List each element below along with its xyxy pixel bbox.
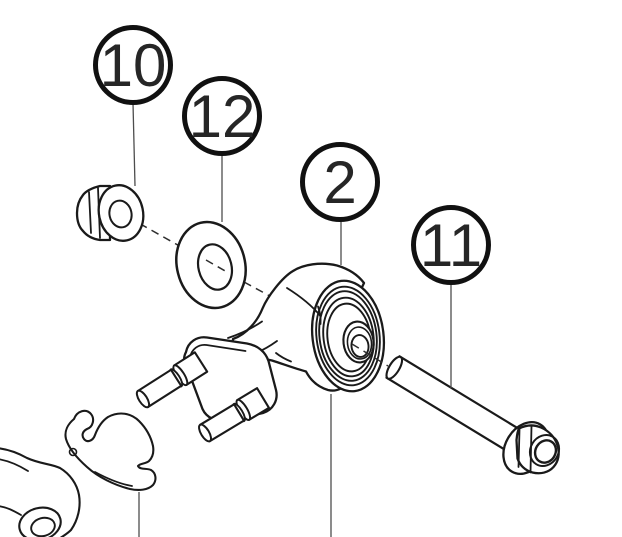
axis-bushing-to-bolt xyxy=(351,343,389,367)
flange-nut-drawing xyxy=(75,184,145,242)
engine-mount-torque-rod-drawing xyxy=(135,262,386,443)
callout-balloon-2[interactable]: 2 xyxy=(300,142,380,222)
callout-label-2: 2 xyxy=(323,149,356,216)
mount-bushing xyxy=(310,279,386,393)
bolt-head xyxy=(502,421,561,475)
leader-10 xyxy=(132,102,136,187)
callout-label-11: 11 xyxy=(420,212,482,279)
callout-balloon-12[interactable]: 12 xyxy=(182,76,262,156)
leader-lines xyxy=(132,102,452,537)
callout-label-12: 12 xyxy=(189,83,256,150)
callout-balloon-10[interactable]: 10 xyxy=(93,25,173,105)
mount-stud-lower xyxy=(198,387,270,443)
callout-balloon-11[interactable]: 11 xyxy=(411,205,491,285)
callout-label-10: 10 xyxy=(100,32,167,99)
mount-stud-upper xyxy=(135,351,209,409)
washer-drawing xyxy=(175,220,247,310)
partial-adjacent-bracket-drawing xyxy=(0,447,81,537)
flange-bolt-drawing xyxy=(385,355,561,475)
stay-bracket-drawing xyxy=(64,409,157,491)
axis-through-washer-hole xyxy=(205,259,228,273)
